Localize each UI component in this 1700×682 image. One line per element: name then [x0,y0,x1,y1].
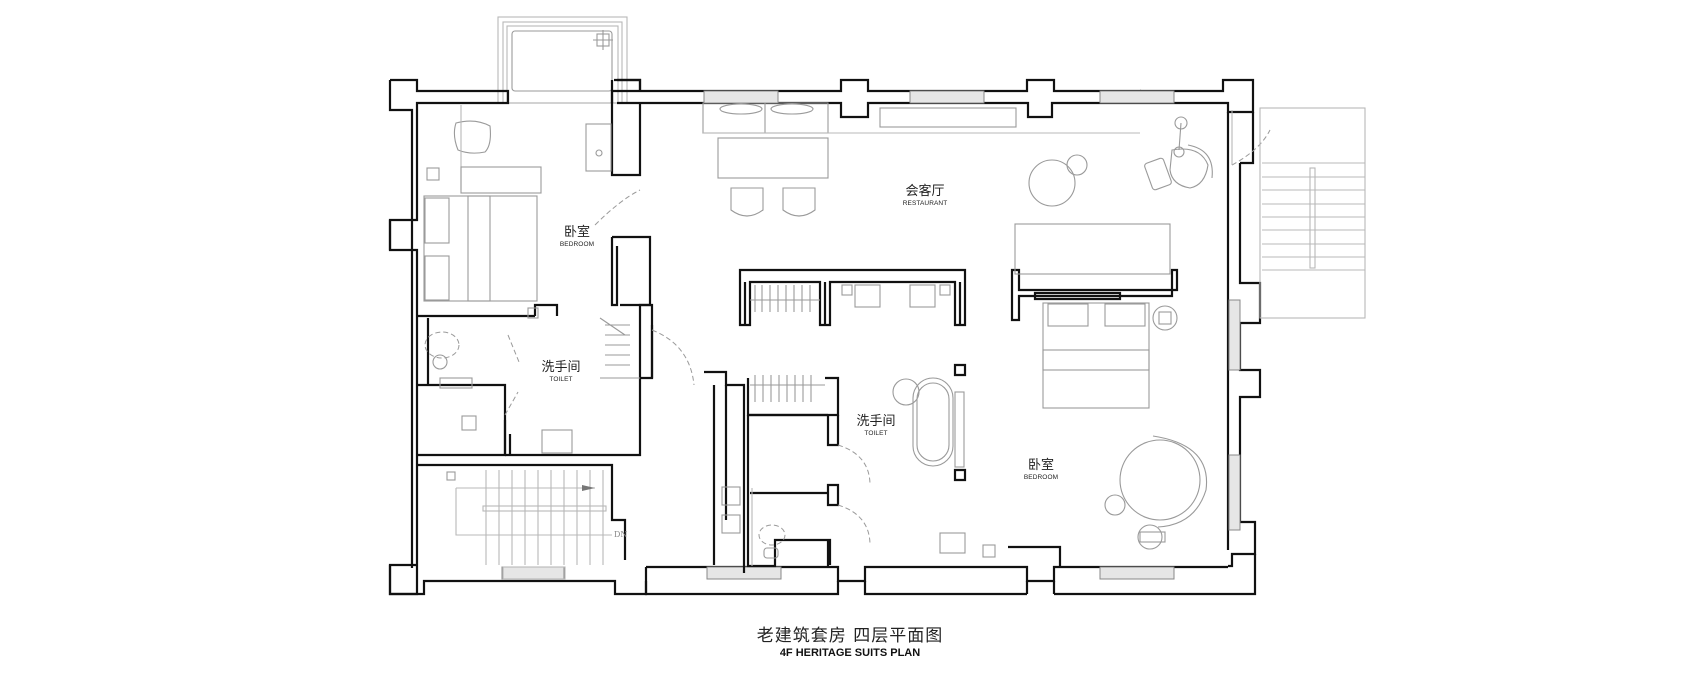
west-stair [446,470,612,580]
drawing-title-en: 4F HERITAGE SUITS PLAN [779,647,921,659]
room-label-bedroom-west: 卧室 BEDROOM [560,225,594,249]
restaurant-furniture [702,102,1213,275]
exterior-walls [388,78,1262,596]
room-label-toilet-center: 洗手间 TOILET [856,414,895,438]
drawing-title: 老建筑套房 四层平面图 4F HERITAGE SUITS PLAN [757,626,943,660]
wardrobe-vanity [750,284,951,402]
doors [594,110,1271,546]
room-name-en: BEDROOM [1023,474,1059,481]
west-bedroom-furniture [423,105,612,319]
room-name-cn: 卧室 [563,225,591,240]
room-name-cn: 卧室 [1027,458,1055,473]
small-toilet-fixtures [721,486,786,566]
room-label-toilet-west: 洗手间 TOILET [541,360,580,384]
room-name-en: RESTAURANT [902,200,948,207]
windows [501,90,1241,580]
room-label-restaurant: 会客厅 RESTAURANT [903,184,948,208]
room-name-cn: 洗手间 [541,360,581,375]
north-balcony [497,16,628,104]
room-name-en: BEDROOM [559,241,595,248]
room-name-cn: 洗手间 [856,414,896,429]
room-label-bedroom-east: 卧室 BEDROOM [1024,458,1058,482]
room-name-cn: 会客厅 [905,184,945,199]
east-bedroom-furniture [939,302,1208,558]
east-stair [1259,107,1366,319]
room-name-en: TOILET [549,376,573,383]
stair-direction-label: DN [614,530,628,539]
interior-walls [417,78,1179,573]
west-toilet-fixtures [424,317,640,454]
drawing-title-cn: 老建筑套房 四层平面图 [756,626,944,646]
room-name-en: TOILET [864,430,888,437]
bathtub [892,377,965,468]
